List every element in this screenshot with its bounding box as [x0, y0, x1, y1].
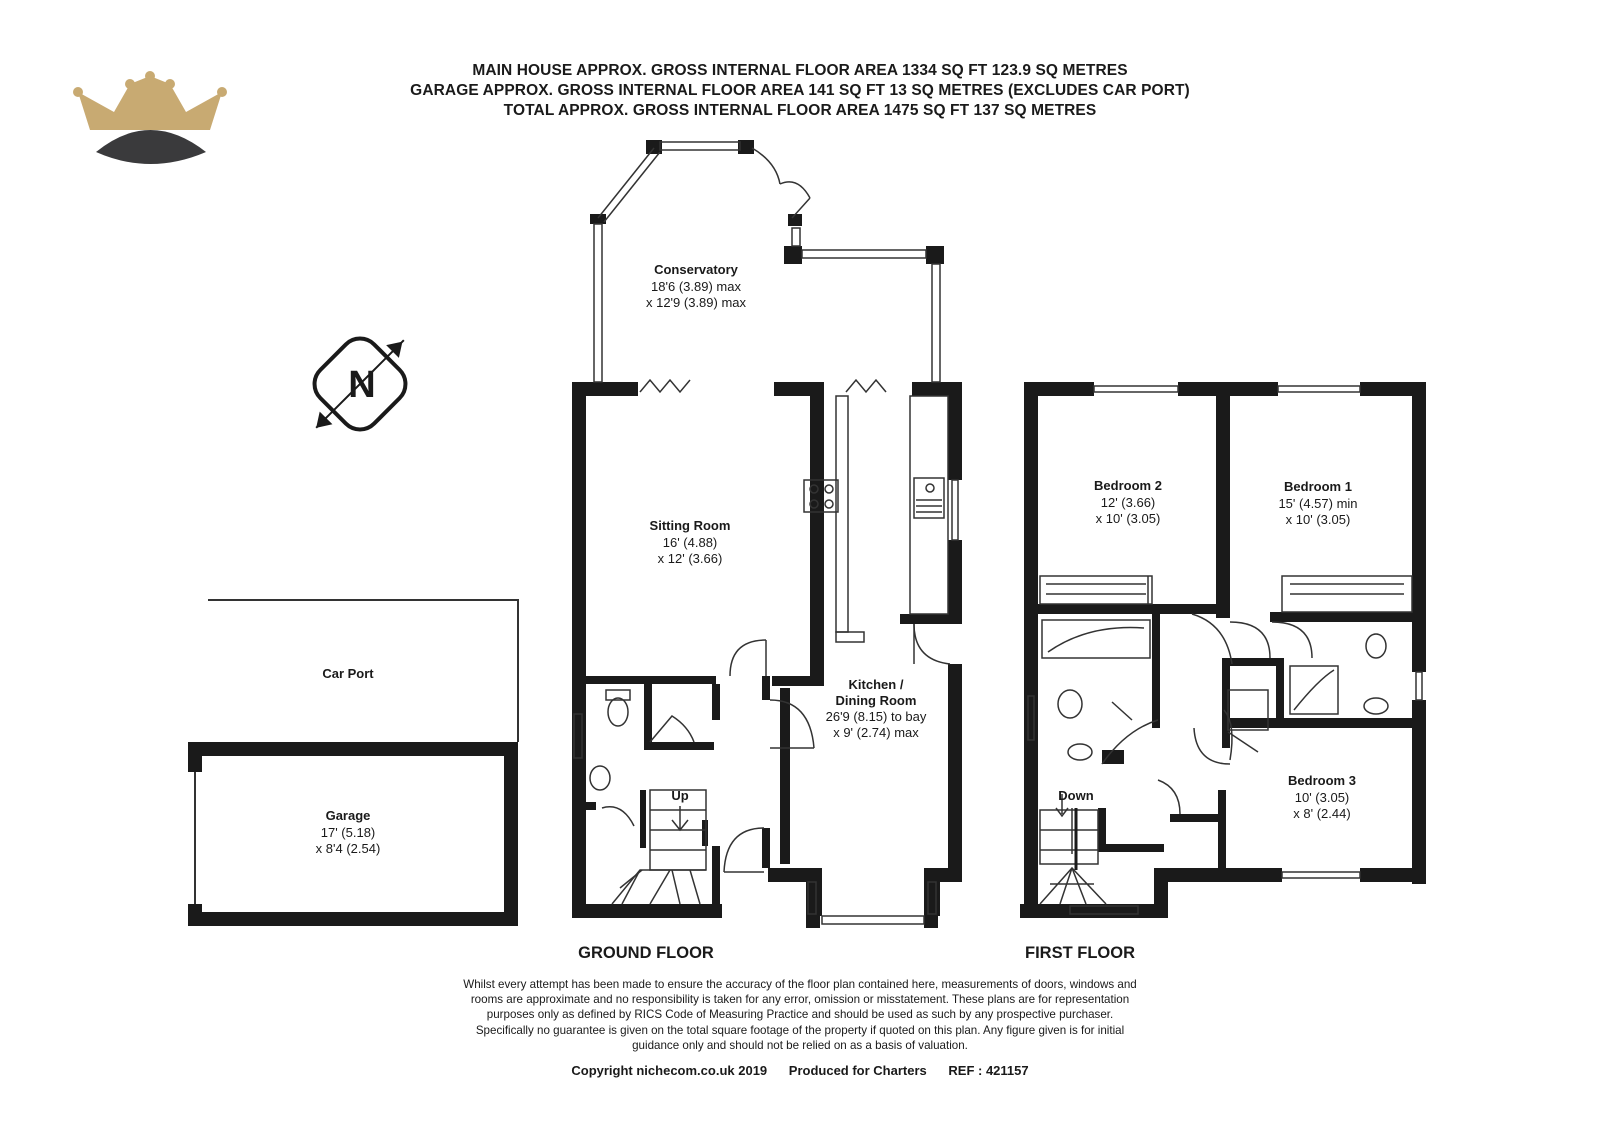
- bedroom2-name: Bedroom 2: [1094, 478, 1162, 493]
- crown-logo-icon: [73, 71, 227, 164]
- kitchen-name-2: Dining Room: [836, 693, 917, 708]
- bedroom3-name: Bedroom 3: [1288, 773, 1356, 788]
- north-compass-icon: [312, 336, 408, 432]
- disclaimer-line: rooms are approximate and no responsibil…: [470, 993, 1130, 1007]
- conservatory-glazing: [573, 141, 959, 925]
- garage-name: Garage: [326, 808, 371, 823]
- copyright-text: Copyright nichecom.co.uk 2019: [571, 1063, 768, 1078]
- kitchen-dim1: 26'9 (8.15) to bay: [826, 709, 927, 724]
- bedroom1-dim1: 15' (4.57) min: [1278, 496, 1357, 511]
- first-floor-fittings: [1027, 385, 1423, 915]
- stairs-down-label: Down: [1058, 788, 1093, 803]
- ground-floor-walls: [572, 140, 962, 928]
- bedroom1-name: Bedroom 1: [1284, 479, 1352, 494]
- disclaimer-line: guidance only and should not be relied o…: [632, 1038, 968, 1052]
- disclaimer-line: Specifically no guarantee is given on th…: [475, 1023, 1125, 1037]
- ground-floor-title: GROUND FLOOR: [578, 944, 714, 962]
- sitting-room-name: Sitting Room: [650, 518, 731, 533]
- bedroom2-dim1: 12' (3.66): [1101, 495, 1156, 510]
- conservatory-dim1: 18'6 (3.89) max: [651, 279, 741, 294]
- header-line-1: MAIN HOUSE APPROX. GROSS INTERNAL FLOOR …: [472, 62, 1128, 79]
- header-line-3: TOTAL APPROX. GROSS INTERNAL FLOOR AREA …: [503, 102, 1097, 119]
- garage-dim2: x 8'4 (2.54): [316, 841, 381, 856]
- bedroom2-dim2: x 10' (3.05): [1096, 511, 1161, 526]
- disclaimer: Whilst every attempt has been made to en…: [380, 977, 1220, 1053]
- bedroom1-dim2: x 10' (3.05): [1286, 512, 1351, 527]
- garage-dim1: 17' (5.18): [321, 825, 376, 840]
- bedroom3-dim1: 10' (3.05): [1295, 790, 1350, 805]
- sitting-room-dim2: x 12' (3.66): [658, 551, 723, 566]
- footer: Copyright nichecom.co.uk 2019 Produced f…: [0, 1063, 1600, 1078]
- bedroom3-dim2: x 8' (2.44): [1293, 806, 1350, 821]
- conservatory-name: Conservatory: [654, 262, 739, 277]
- first-floor-walls: [1020, 382, 1426, 918]
- stairs-up-label: Up: [671, 788, 688, 803]
- conservatory-dim2: x 12'9 (3.89) max: [646, 295, 747, 310]
- car-port-name: Car Port: [322, 666, 374, 681]
- garage-walls: [188, 599, 519, 926]
- first-floor-title: FIRST FLOOR: [1025, 944, 1135, 962]
- sitting-room-dim1: 16' (4.88): [663, 535, 718, 550]
- header-line-2: GARAGE APPROX. GROSS INTERNAL FLOOR AREA…: [410, 82, 1190, 99]
- disclaimer-line: purposes only as defined by RICS Code of…: [486, 1008, 1114, 1022]
- disclaimer-line: Whilst every attempt has been made to en…: [463, 978, 1137, 991]
- kitchen-dim2: x 9' (2.74) max: [833, 725, 919, 740]
- reference-text: REF : 421157: [948, 1063, 1029, 1078]
- compass-letter: N: [348, 364, 375, 406]
- kitchen-name-1: Kitchen /: [849, 677, 904, 692]
- produced-for-text: Produced for Charters: [788, 1063, 927, 1078]
